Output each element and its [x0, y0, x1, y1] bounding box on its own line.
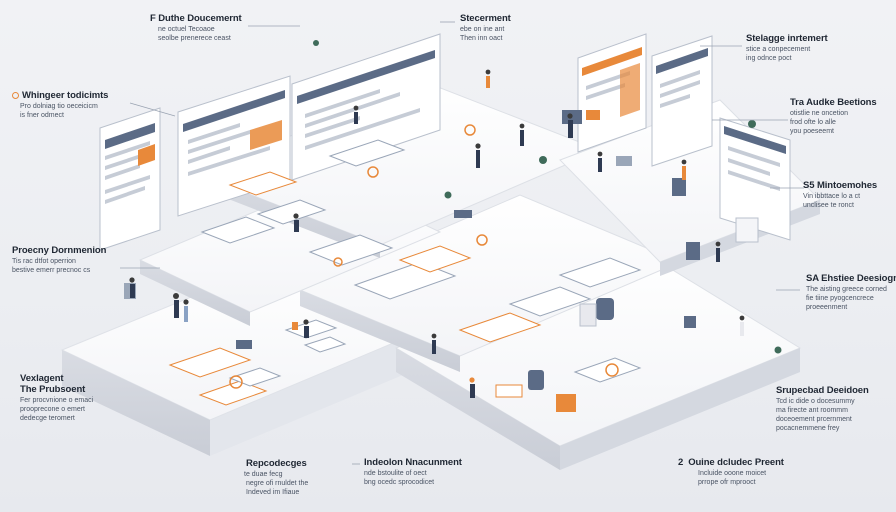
callout-line: Then inn oact: [460, 34, 503, 42]
callout-bottom-2: Indeolon Nnacunment nde bstoulite of oec…: [364, 457, 462, 487]
callout-title: Proecny Dornmenion: [12, 245, 107, 256]
callout-right-1: Tra Audke Beetions otistlie ne oncetion …: [790, 97, 877, 136]
callout-title: Whingeer todicimts: [22, 90, 109, 101]
callout-bottom-1: Repcodecges te duae fecg negre ofi rnuld…: [244, 458, 309, 497]
callout-title: Stecerment: [460, 13, 511, 24]
callout-line: you poeseemt: [790, 128, 834, 136]
callout-line: fie tiine pyogcencrece: [806, 294, 874, 302]
callout-line: negre ofi rnuldet the: [246, 479, 309, 487]
callout-line: otistlie ne oncetion: [790, 109, 848, 117]
callout-title-2: The Prubsoent: [20, 383, 86, 395]
callout-line: Tis rac dtfot operrion: [12, 257, 76, 265]
callout-line: bng ocedc sprocodicet: [364, 478, 435, 486]
callout-line: Vin ibbttace lo a ct: [803, 192, 861, 200]
screen-panel-right-2: [719, 117, 791, 241]
callout-top-center: F Duthe Doucemernt ne octuel Tecoaoe seo…: [150, 13, 242, 43]
callout-line: unclisee te ronct: [803, 201, 854, 209]
callout-top-right-b: Stelagge inrtemert stice a conpecement i…: [746, 33, 828, 63]
screen-panel-top-center: [291, 33, 441, 181]
callout-left-2: Proecny Dornmenion Tis rac dtfot operrio…: [12, 245, 107, 275]
callout-title: Vexlagent: [20, 373, 64, 384]
callout-right-2: S5 Mintoemohes Vin ibbttace lo a ct uncl…: [803, 180, 878, 210]
callout-title: Srupecbad Deeidoen: [776, 385, 869, 396]
callout-title: SA Ehstiee Deesiogn ct: [806, 273, 896, 284]
callout-line: prrope ofr mprooct: [698, 478, 756, 486]
orange-ring-icon: [12, 92, 19, 99]
callout-line: doceoement prcernment: [776, 416, 852, 424]
screen-panel-left-1: [99, 107, 161, 251]
callout-line: Indeved im Ifiaue: [246, 489, 300, 497]
screen-panel-top-right: [577, 33, 647, 153]
callout-line: pocacnemmene frey: [776, 425, 840, 433]
callout-line: dedecge teromert: [20, 414, 75, 422]
callout-title: Stelagge inrtemert: [746, 33, 828, 44]
callout-title: Ouine dcludec Preent: [688, 457, 784, 468]
callout-line: prooprecone o emert: [20, 405, 85, 413]
callout-number: 2: [678, 457, 684, 468]
plants: [313, 40, 782, 354]
callout-title: Indeolon Nnacunment: [364, 457, 462, 468]
floor-card-2: [308, 234, 642, 383]
callout-title: F Duthe Doucemernt: [150, 13, 242, 24]
callout-top-right-a: Stecerment ebe on ine ant Then inn oact: [460, 13, 511, 43]
floor-card-3: [200, 139, 406, 244]
callout-line: Incluide ooone moicet: [698, 469, 767, 477]
callout-line: bestive emerr precnoc cs: [12, 266, 91, 274]
callout-title: Tra Audke Beetions: [790, 97, 877, 108]
floor-card-1: [168, 347, 282, 406]
callout-line: Pro dolniag tio oeceicicm: [20, 102, 98, 110]
callout-left-1: Whingeer todicimts Pro dolniag tio oecei…: [12, 90, 109, 120]
screen-panel-right-tall: [651, 35, 713, 167]
callout-line: stice a conpecement: [746, 45, 811, 53]
callout-line: ing odnce poct: [746, 54, 792, 62]
accent-rings: [229, 124, 619, 389]
callout-title: S5 Mintoemohes: [803, 180, 878, 191]
callout-line: ma firecte ant roommm: [776, 406, 848, 414]
callout-line: proeeenment: [806, 304, 848, 312]
callout-bottom-3: 2 Ouine dcludec Preent Incluide ooone moi…: [678, 457, 784, 487]
callout-line: nde bstoulite of oect: [364, 469, 427, 477]
callout-line: frod ofte lo alle: [790, 118, 836, 126]
callout-line: is fner odmect: [20, 111, 64, 119]
callout-line: seolbe prenerece ceast: [158, 34, 231, 42]
callout-right-4: Srupecbad Deeidoen Tcd ic dide o docesum…: [776, 385, 869, 433]
people: [129, 69, 745, 398]
callout-line: ebe on ine ant: [460, 25, 505, 33]
callout-line: ne octuel Tecoaoe: [158, 25, 215, 33]
callout-line: Tcd ic dide o docesummy: [776, 397, 855, 405]
callout-line: Fer procvnione o emaci: [20, 396, 94, 404]
callout-line: The aisting greece corned: [806, 285, 887, 293]
callout-right-3: SA Ehstiee Deesiogn ct The aisting greec…: [806, 273, 896, 312]
callout-title: Repcodecges: [246, 458, 307, 469]
callout-left-3: Vexlagent The Prubsoent Fer procvnione o…: [20, 373, 94, 423]
leader-lines: [120, 21, 804, 465]
callout-line: te duae fecg: [244, 470, 283, 478]
